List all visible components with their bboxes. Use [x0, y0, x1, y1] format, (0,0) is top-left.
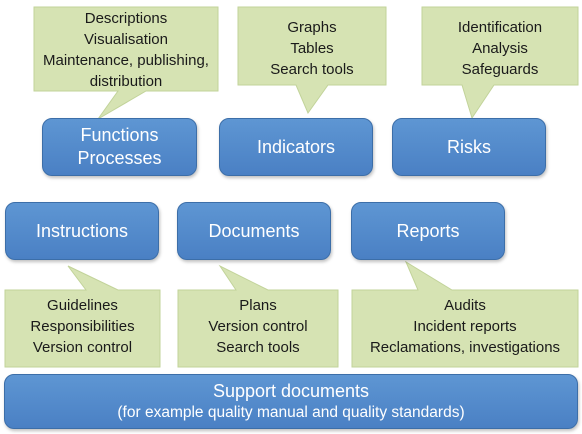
support-subtitle: (for example quality manual and quality … — [117, 403, 465, 421]
callout-line: Reclamations, investigations — [369, 339, 561, 356]
indicators-box: Indicators — [219, 118, 373, 176]
callout-line: Search tools — [270, 61, 354, 78]
instructions-box: Instructions — [5, 202, 159, 260]
callout-line: Search tools — [216, 339, 300, 356]
callout-risks-text: Identification Analysis Safeguards — [422, 17, 578, 80]
callout-line: distribution — [89, 73, 163, 90]
callout-line: Guidelines — [47, 297, 118, 314]
callout-documents-shape — [177, 264, 339, 368]
box-label: Indicators — [256, 136, 336, 157]
callout-line: Maintenance, publishing, — [43, 52, 209, 69]
box-label: Risks — [447, 136, 491, 157]
callout-instructions-shape — [4, 265, 161, 368]
documents-box: Documents — [177, 202, 331, 260]
callout-reports-text: Audits Incident reports Reclamations, in… — [352, 295, 578, 358]
reports-box: Reports — [351, 202, 505, 260]
callout-line: Version control — [32, 339, 133, 356]
functions-processes-box: Functions Processes — [42, 118, 197, 176]
callout-line: Graphs — [287, 19, 337, 36]
callout-line: Descriptions — [84, 10, 168, 27]
callout-line: Analysis — [472, 40, 528, 57]
callout-line: Identification — [457, 19, 543, 36]
support-documents-bar: Support documents (for example quality m… — [4, 374, 578, 429]
callout-instructions-text: Guidelines Responsibilities Version cont… — [5, 295, 160, 358]
box-label: Reports — [396, 220, 460, 241]
support-title: Support documents — [212, 380, 370, 401]
risks-box: Risks — [392, 118, 546, 176]
callout-line: Audits — [444, 297, 486, 314]
callout-line: Tables — [290, 40, 334, 57]
callout-reports-shape — [351, 260, 579, 368]
callout-risks-shape — [421, 6, 579, 120]
callout-functions-text: Descriptions Visualisation Maintenance, … — [34, 8, 218, 92]
callout-line: Version control — [208, 318, 308, 335]
callout-documents-text: Plans Version control Search tools — [178, 295, 338, 358]
box-label: Instructions — [35, 220, 129, 241]
callout-line: Plans — [239, 297, 277, 314]
callout-line: Incident reports — [413, 318, 517, 335]
callout-indicators-shape — [237, 6, 387, 115]
box-label: Processes — [77, 148, 162, 168]
box-label: Documents — [208, 220, 300, 241]
callout-functions-shape — [33, 6, 219, 120]
callout-line: Visualisation — [84, 31, 168, 48]
callout-line: Responsibilities — [30, 318, 135, 335]
callout-line: Safeguards — [461, 61, 539, 78]
callout-indicators-text: Graphs Tables Search tools — [238, 17, 386, 80]
box-label: Functions — [80, 125, 159, 145]
